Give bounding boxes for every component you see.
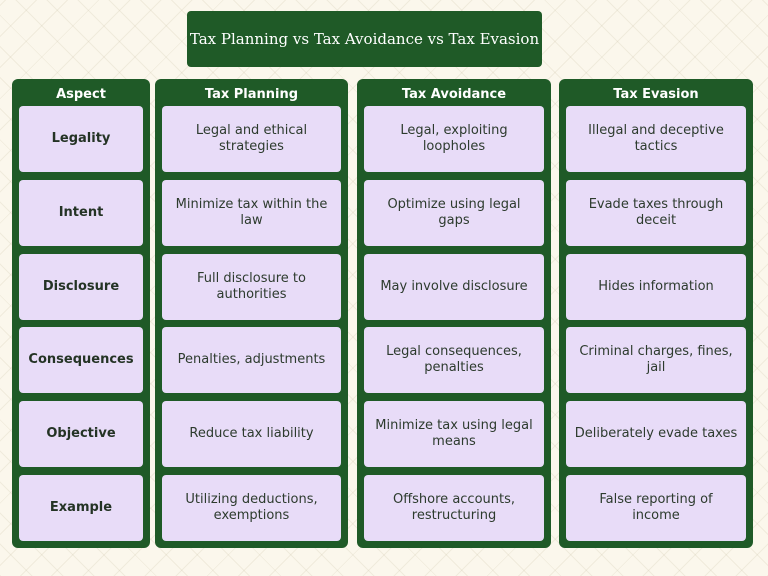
table-cell: Legal consequences, penalties xyxy=(364,327,544,393)
aspect-label: Example xyxy=(19,475,143,541)
table-cell: Illegal and deceptive tactics xyxy=(566,106,746,172)
table-cell: Penalties, adjustments xyxy=(162,327,341,393)
aspect-label: Intent xyxy=(19,180,143,246)
page-title: Tax Planning vs Tax Avoidance vs Tax Eva… xyxy=(187,11,542,67)
column-header: Tax Evasion xyxy=(613,87,699,102)
table-cell: Legal, exploiting loopholes xyxy=(364,106,544,172)
table-cell: Hides information xyxy=(566,254,746,320)
table-cell: May involve disclosure xyxy=(364,254,544,320)
table-cell: Minimize tax within the law xyxy=(162,180,341,246)
table-cell: Deliberately evade taxes xyxy=(566,401,746,467)
table-cell: Reduce tax liability xyxy=(162,401,341,467)
table-cell: Evade taxes through deceit xyxy=(566,180,746,246)
table-cell: Criminal charges, fines, jail xyxy=(566,327,746,393)
table-cell: Legal and ethical strategies xyxy=(162,106,341,172)
column-header: Tax Avoidance xyxy=(401,87,507,102)
table-cell: Full disclosure to authorities xyxy=(162,254,341,320)
table-cell: Utilizing deductions, exemptions xyxy=(162,475,341,541)
aspect-label: Consequences xyxy=(19,327,143,393)
column-header: Aspect xyxy=(56,87,106,102)
table-cell: Offshore accounts, restructuring xyxy=(364,475,544,541)
column-header: Tax Planning xyxy=(204,87,299,102)
table-cell: False reporting of income xyxy=(566,475,746,541)
aspect-label: Legality xyxy=(19,106,143,172)
aspect-label: Objective xyxy=(19,401,143,467)
table-cell: Optimize using legal gaps xyxy=(364,180,544,246)
aspect-label: Disclosure xyxy=(19,254,143,320)
table-cell: Minimize tax using legal means xyxy=(364,401,544,467)
